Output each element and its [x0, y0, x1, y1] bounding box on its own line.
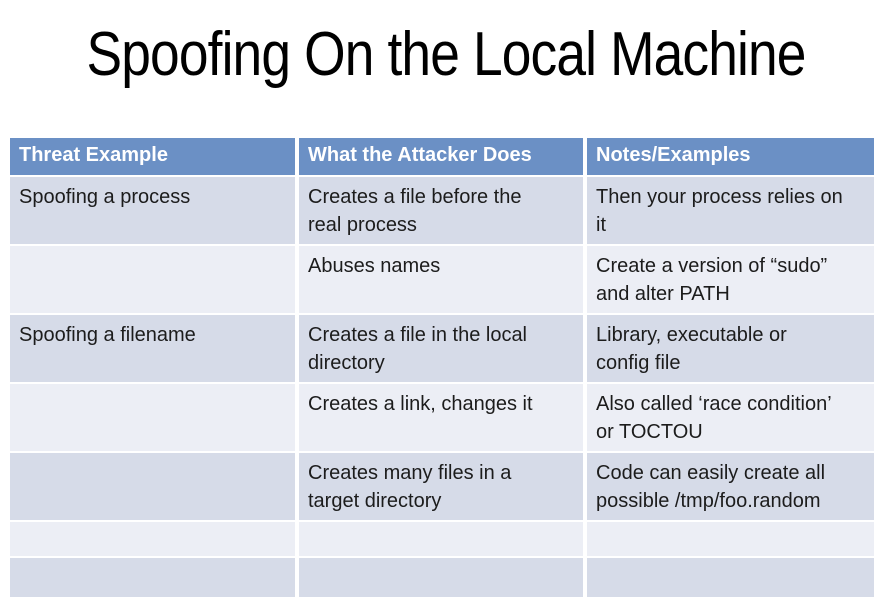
cell-threat-example: [10, 556, 299, 597]
cell-threat-example: [10, 382, 299, 453]
cell-threat-example: Spoofing a filename: [10, 313, 299, 384]
cell-threat-example: [10, 520, 299, 558]
cell-attacker-action: Creates many files in a target directory: [295, 451, 587, 522]
cell-attacker-action: [295, 520, 587, 558]
cell-threat-example: Spoofing a process: [10, 175, 299, 246]
header-cell-notes-examples: Notes/Examples: [583, 138, 874, 177]
cell-threat-example: [10, 244, 299, 315]
cell-notes: [583, 520, 874, 558]
cell-notes: Then your process relies on it: [583, 175, 874, 246]
cell-attacker-action: Creates a file in the local directory: [295, 313, 587, 384]
cell-attacker-action: Creates a file before the real process: [295, 175, 587, 246]
cell-notes: Library, executable or config file: [583, 313, 874, 384]
header-cell-threat-example: Threat Example: [10, 138, 299, 177]
cell-attacker-action: [295, 556, 587, 597]
table-row-creates-a-link: Creates a link, changes it Also called ‘…: [10, 382, 874, 453]
table-row-empty-1: [10, 520, 874, 558]
table-row-spoofing-a-process: Spoofing a process Creates a file before…: [10, 175, 874, 246]
slide-title: Spoofing On the Local Machine: [0, 16, 893, 94]
header-cell-what-the-attacker-does: What the Attacker Does: [295, 138, 587, 177]
table-row-spoofing-a-filename: Spoofing a filename Creates a file in th…: [10, 313, 874, 384]
table-row-empty-2: [10, 556, 874, 597]
slide-title-text: Spoofing On the Local Machine: [86, 20, 807, 89]
cell-attacker-action: Abuses names: [295, 244, 587, 315]
cell-notes: Code can easily create all possible /tmp…: [583, 451, 874, 522]
table-row-creates-many-files: Creates many files in a target directory…: [10, 451, 874, 522]
table-row-abuses-names: Abuses names Create a version of “sudo” …: [10, 244, 874, 315]
cell-threat-example: [10, 451, 299, 522]
cell-attacker-action: Creates a link, changes it: [295, 382, 587, 453]
cell-notes: [583, 556, 874, 597]
cell-notes: Create a version of “sudo” and alter PAT…: [583, 244, 874, 315]
table-header-row: Threat Example What the Attacker Does No…: [10, 138, 874, 177]
threat-table: Threat Example What the Attacker Does No…: [10, 138, 874, 597]
cell-notes: Also called ‘race condition’ or TOCTOU: [583, 382, 874, 453]
